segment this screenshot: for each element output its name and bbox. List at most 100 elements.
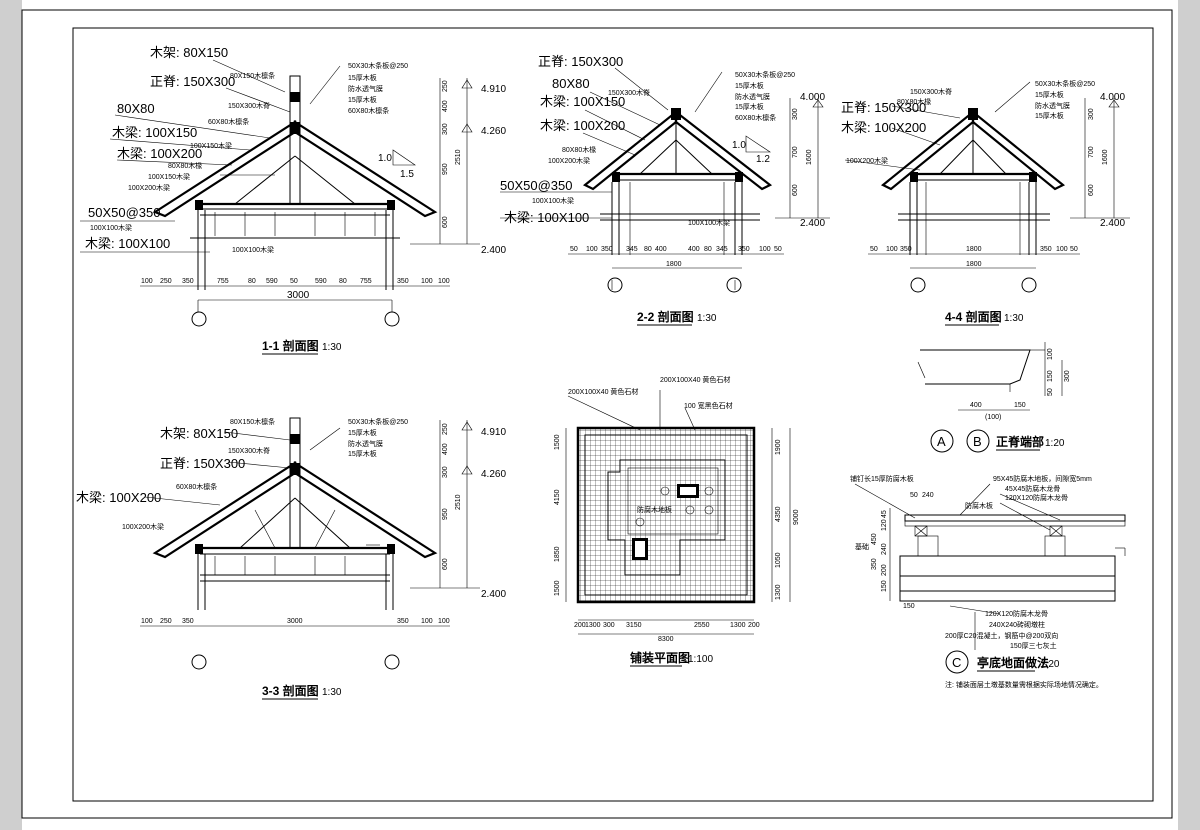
note: 50X30木条板@250 <box>1035 79 1095 88</box>
elevation: 4.260 <box>481 126 506 137</box>
elevation: 4.000 <box>800 92 825 103</box>
note: 60X80木檩条 <box>735 113 776 122</box>
vdim: 300 <box>442 466 449 478</box>
label-small: 80X80木椽 <box>168 161 202 170</box>
floor-note: 120X120防腐木龙骨 <box>1005 493 1068 502</box>
dim: 80 <box>248 278 256 285</box>
vdim: 250 <box>442 423 449 435</box>
dim: 1050 <box>775 552 782 568</box>
dim: 2550 <box>694 622 710 629</box>
vdim: 950 <box>442 508 449 520</box>
slope-rise: 1.0 <box>378 153 392 164</box>
vdim: 700 <box>792 146 799 158</box>
dim: 350 <box>738 246 750 253</box>
elevation: 4.910 <box>481 427 506 438</box>
label-big: 木梁: 100X200 <box>76 490 161 505</box>
plan-note: 200X100X40 黄色石材 <box>660 375 730 384</box>
label-big: 木梁: 100X200 <box>117 146 202 161</box>
dim: 400 <box>655 246 667 253</box>
dim: 350 <box>900 246 912 253</box>
vdim: 600 <box>792 184 799 196</box>
floor-note: 45X45防腐木龙骨 <box>1005 484 1060 493</box>
vdim: 600 <box>442 558 449 570</box>
label-big: 木梁: 100X100 <box>85 236 170 251</box>
note: 防水透气膜 <box>1035 101 1070 110</box>
vdim: 400 <box>442 100 449 112</box>
dim: 80 <box>644 246 652 253</box>
inner-frame <box>72 27 1154 802</box>
floor-detail: 铺钉长15厚防腐木板 95X45防腐木地板，间隙宽5mm 45X45防腐木龙骨 … <box>850 474 1126 689</box>
note: 防水透气膜 <box>348 439 383 448</box>
label-small: 100X200木梁 <box>846 156 888 165</box>
floor-note: 120X120防腐木龙骨 <box>985 609 1048 618</box>
note: 防水透气膜 <box>735 92 770 101</box>
elevation: 2.400 <box>481 245 506 256</box>
section-title: 1-1 剖面图 <box>262 338 319 353</box>
detail-scale: 1:20 <box>1040 659 1060 670</box>
dim-total: 1800 <box>666 261 682 268</box>
section-4-4: 正脊: 150X300 木梁: 100X200 150X300木脊 80X80木… <box>841 79 1130 326</box>
label-big: 木梁: 100X150 <box>540 94 625 109</box>
dim: 50 <box>910 492 918 499</box>
elevation: 2.400 <box>481 589 506 600</box>
dim: 100 <box>438 618 450 625</box>
dim-total: 1800 <box>966 261 982 268</box>
ridge-end-detail: 100 150 50 300 400 (100) 150 A B 正脊端部 1:… <box>917 342 1071 453</box>
dim: 450 <box>871 533 878 545</box>
section-2-2: 正脊: 150X300 80X80 木梁: 100X150 木梁: 100X20… <box>500 54 830 326</box>
label-small: 100X100木梁 <box>232 245 274 254</box>
right-margin <box>1178 0 1200 830</box>
label-big: 80X80 <box>552 76 590 91</box>
floor-note-left: 铺钉长15厚防腐木板 <box>850 474 914 483</box>
dim: 100 <box>421 618 433 625</box>
note: 15厚木板 <box>1035 90 1064 99</box>
elevation: 2.400 <box>1100 218 1125 229</box>
label-big: 正脊: 150X300 <box>160 456 245 471</box>
dim: 4350 <box>775 506 782 522</box>
note: 50X30木条板@250 <box>348 417 408 426</box>
dim: 100 <box>759 246 771 253</box>
label-small: 100X100木梁 <box>688 218 730 227</box>
dim: 150 <box>1047 370 1054 382</box>
slope-rise: 1.0 <box>732 140 746 151</box>
label-big: 正脊: 150X300 <box>150 74 235 89</box>
label-small: 60X80木檩条 <box>208 117 249 126</box>
section-scale: 1:30 <box>1004 313 1024 324</box>
vdim: 1600 <box>1102 149 1109 165</box>
dim-total: 9000 <box>793 509 800 525</box>
plan-label: 防腐木地板 <box>637 505 672 514</box>
dim: 1900 <box>775 439 782 455</box>
dim: 4150 <box>554 489 561 505</box>
dim: 150 <box>1014 402 1026 409</box>
left-margin <box>0 0 22 830</box>
label-small: 80X150木檩条 <box>230 417 275 426</box>
grid-axis-b <box>384 311 400 327</box>
detail-title: 亭底地面做法 <box>977 655 1049 670</box>
label-big: 正脊: 150X300 <box>841 100 926 115</box>
label-big: 木梁: 100X150 <box>112 125 197 140</box>
dim: 350 <box>397 278 409 285</box>
dim: 1300 <box>730 622 746 629</box>
dim: 350 <box>601 246 613 253</box>
dim: 1300 <box>775 584 782 600</box>
dim: 350 <box>1040 246 1052 253</box>
vdim: 300 <box>792 108 799 120</box>
dim: 150 <box>903 603 915 610</box>
note: 60X80木檩条 <box>348 106 389 115</box>
dim: 755 <box>217 278 229 285</box>
note: 15厚木板 <box>735 102 764 111</box>
detail-title: 正脊端部 <box>996 434 1044 449</box>
label-small: 100X200木梁 <box>548 156 590 165</box>
slope-run: 1.2 <box>756 154 770 165</box>
note: 15厚木板 <box>348 95 377 104</box>
dim: 100 <box>438 278 450 285</box>
note: 15厚木板 <box>1035 111 1064 120</box>
dim: 50 <box>1070 246 1078 253</box>
dim: 250 <box>160 618 172 625</box>
grid-axis-a <box>191 311 207 327</box>
floor-note: 150厚三七灰土 <box>1010 641 1057 650</box>
dim: 100 <box>586 246 598 253</box>
label-small: 150X300木脊 <box>910 87 952 96</box>
label-small: 100X100木梁 <box>532 196 574 205</box>
label-small: 80X150木檩条 <box>230 71 275 80</box>
